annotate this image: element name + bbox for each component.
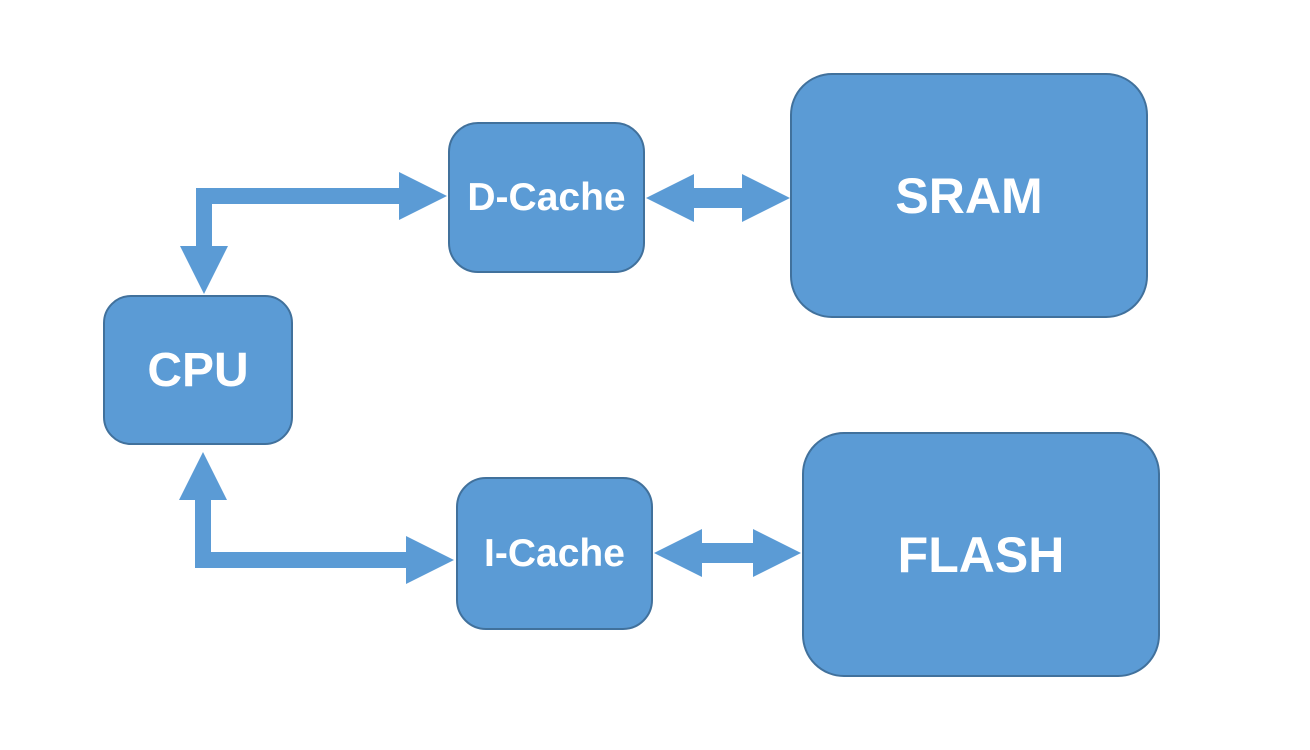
node-flash-label: FLASH [897, 526, 1065, 583]
arrow-cpu-icache [179, 452, 454, 584]
node-flash: FLASH [802, 432, 1160, 677]
node-cpu-label: CPU [147, 343, 249, 397]
node-cpu: CPU [103, 295, 293, 445]
node-icache-label: I-Cache [484, 531, 625, 575]
node-sram: SRAM [790, 73, 1148, 318]
node-sram-label: SRAM [895, 167, 1043, 224]
node-dcache-label: D-Cache [467, 175, 626, 219]
node-dcache: D-Cache [448, 122, 645, 273]
arrow-dcache-sram [646, 174, 790, 222]
node-icache: I-Cache [456, 477, 653, 630]
arrow-cpu-dcache [180, 172, 447, 294]
arrow-icache-flash [654, 529, 801, 577]
